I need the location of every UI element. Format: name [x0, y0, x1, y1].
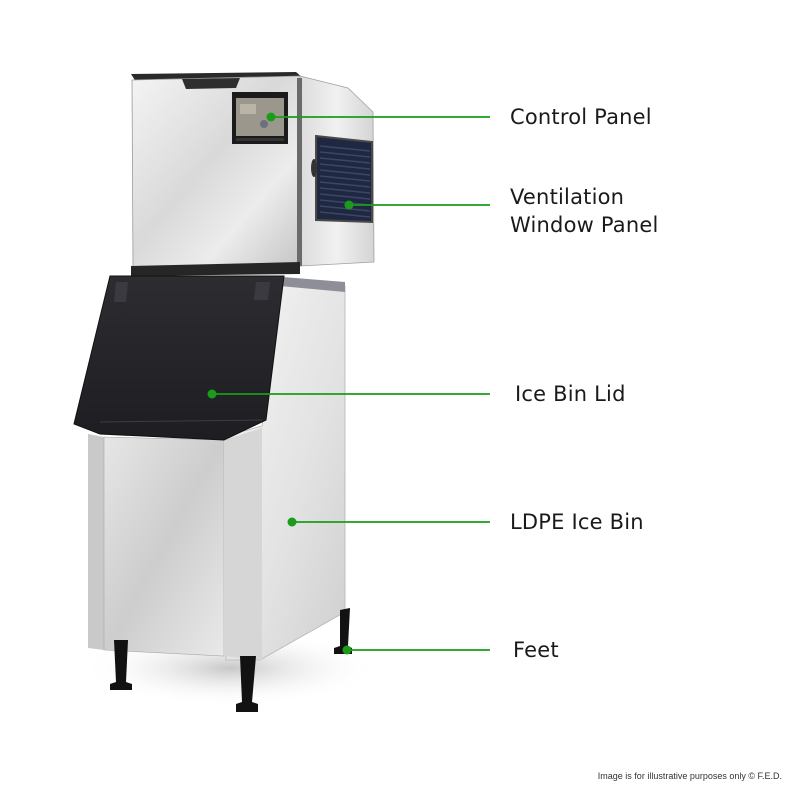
- label-control-panel: Control Panel: [510, 105, 652, 129]
- callout-dot-ldpe-ice-bin: [287, 517, 297, 527]
- callout-dot-ventilation: [344, 200, 354, 210]
- feet: [110, 608, 352, 712]
- label-ice-bin-lid: Ice Bin Lid: [515, 382, 626, 406]
- ice-bin-lid: [73, 275, 285, 441]
- label-ventilation-line-1: Ventilation: [510, 185, 625, 209]
- callout-dot-ice-bin-lid: [207, 389, 217, 399]
- callout-markers: [207, 112, 490, 655]
- ice-bin-body: [88, 276, 346, 661]
- disclaimer-footnote: Image is for illustrative purposes only …: [597, 771, 782, 781]
- label-feet: Feet: [513, 638, 559, 662]
- control-panel: [232, 92, 288, 144]
- callout-dot-control-panel: [266, 112, 276, 122]
- ventilation-window-panel: [311, 134, 373, 224]
- label-ventilation-window-panel: Ventilation Window Panel: [510, 183, 659, 239]
- label-ventilation-line-2: Window Panel: [510, 213, 659, 237]
- callout-dot-feet: [342, 645, 352, 655]
- label-ldpe-ice-bin: LDPE Ice Bin: [510, 510, 644, 534]
